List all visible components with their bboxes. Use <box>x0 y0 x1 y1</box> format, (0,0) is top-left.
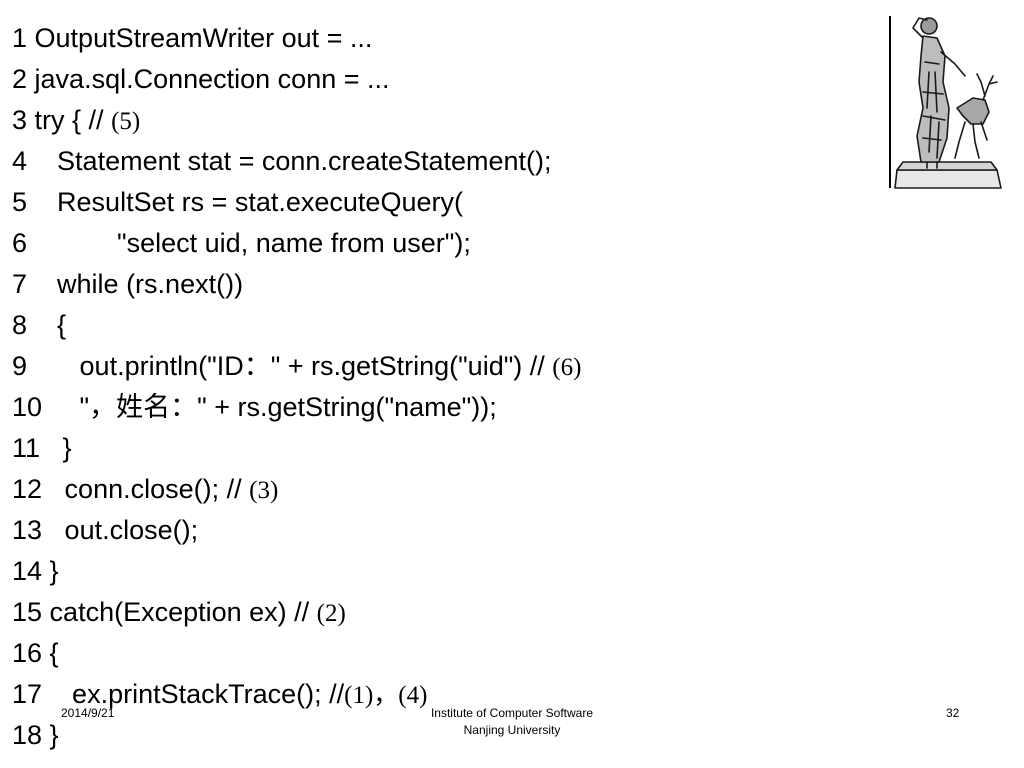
code-text: } <box>42 720 59 750</box>
annotation-marker: (2) <box>316 600 346 627</box>
code-line: 8 { <box>12 305 581 346</box>
code-line: 14 } <box>12 551 581 592</box>
statue-illustration-icon <box>894 17 1002 189</box>
code-line: 2 java.sql.Connection conn = ... <box>12 59 581 100</box>
code-line: 4 Statement stat = conn.createStatement(… <box>12 141 581 182</box>
code-text: OutputStreamWriter out = ... <box>27 23 373 53</box>
code-text: } <box>42 556 59 586</box>
line-number: 11 <box>12 433 41 463</box>
code-text: try { // <box>27 105 112 135</box>
code-line: 11 } <box>12 428 581 469</box>
footer-date: 2014/9/21 <box>61 706 115 720</box>
institute-name: Institute of Computer Software <box>430 706 594 720</box>
annotation-marker: (1)，(4) <box>344 682 428 709</box>
line-number: 5 <box>12 187 28 217</box>
annotation-marker: (3) <box>249 477 279 504</box>
line-number: 15 <box>12 597 43 627</box>
line-number: 12 <box>12 474 43 504</box>
line-number: 2 <box>12 64 28 94</box>
code-text: java.sql.Connection conn = ... <box>27 64 390 94</box>
code-text: "，姓名：" + rs.getString("name")); <box>42 392 497 422</box>
code-line: 6 "select uid, name from user"); <box>12 223 581 264</box>
code-text: catch(Exception ex) // <box>42 597 317 627</box>
line-number: 7 <box>12 269 28 299</box>
line-number: 14 <box>12 556 43 586</box>
code-text: out.close(); <box>42 515 199 545</box>
line-number: 3 <box>12 105 28 135</box>
code-text: ResultSet rs = stat.executeQuery( <box>27 187 463 217</box>
code-line: 18 } <box>12 715 581 756</box>
code-text: ex.printStackTrace(); // <box>42 679 345 709</box>
code-line: 12 conn.close(); // (3) <box>12 469 581 510</box>
code-line: 13 out.close(); <box>12 510 581 551</box>
code-line: 10 "，姓名：" + rs.getString("name")); <box>12 387 581 428</box>
code-listing: 1 OutputStreamWriter out = ... 2 java.sq… <box>12 18 581 756</box>
annotation-marker: (5) <box>111 108 141 135</box>
code-line: 16 { <box>12 633 581 674</box>
code-text: "select uid, name from user"); <box>27 228 471 258</box>
code-text: while (rs.next()) <box>27 269 244 299</box>
line-number: 18 <box>12 720 43 750</box>
line-number: 10 <box>12 392 43 422</box>
line-number: 13 <box>12 515 43 545</box>
code-line: 7 while (rs.next()) <box>12 264 581 305</box>
line-number: 16 <box>12 638 43 668</box>
code-line: 3 try { // (5) <box>12 100 581 141</box>
code-text: Statement stat = conn.createStatement(); <box>27 146 552 176</box>
code-line: 9 out.println("ID：" + rs.getString("uid"… <box>12 346 581 387</box>
code-text: conn.close(); // <box>42 474 250 504</box>
footer-institute: Institute of Computer Software Nanjing U… <box>380 705 644 739</box>
code-text: { <box>27 310 67 340</box>
line-number: 8 <box>12 310 28 340</box>
code-text: } <box>40 433 72 463</box>
line-number: 17 <box>12 679 43 709</box>
code-text: out.println("ID：" + rs.getString("uid") … <box>27 351 553 381</box>
annotation-marker: (6) <box>552 354 582 381</box>
line-number: 4 <box>12 146 28 176</box>
vertical-divider <box>889 16 891 188</box>
page-number: 32 <box>946 706 960 720</box>
line-number: 6 <box>12 228 28 258</box>
code-line: 5 ResultSet rs = stat.executeQuery( <box>12 182 581 223</box>
line-number: 1 <box>12 23 28 53</box>
code-line: 15 catch(Exception ex) // (2) <box>12 592 581 633</box>
line-number: 9 <box>12 351 28 381</box>
code-text: { <box>42 638 59 668</box>
university-name: Nanjing University <box>463 723 561 737</box>
code-line: 17 ex.printStackTrace(); //(1)，(4) <box>12 674 581 715</box>
code-line: 1 OutputStreamWriter out = ... <box>12 18 581 59</box>
